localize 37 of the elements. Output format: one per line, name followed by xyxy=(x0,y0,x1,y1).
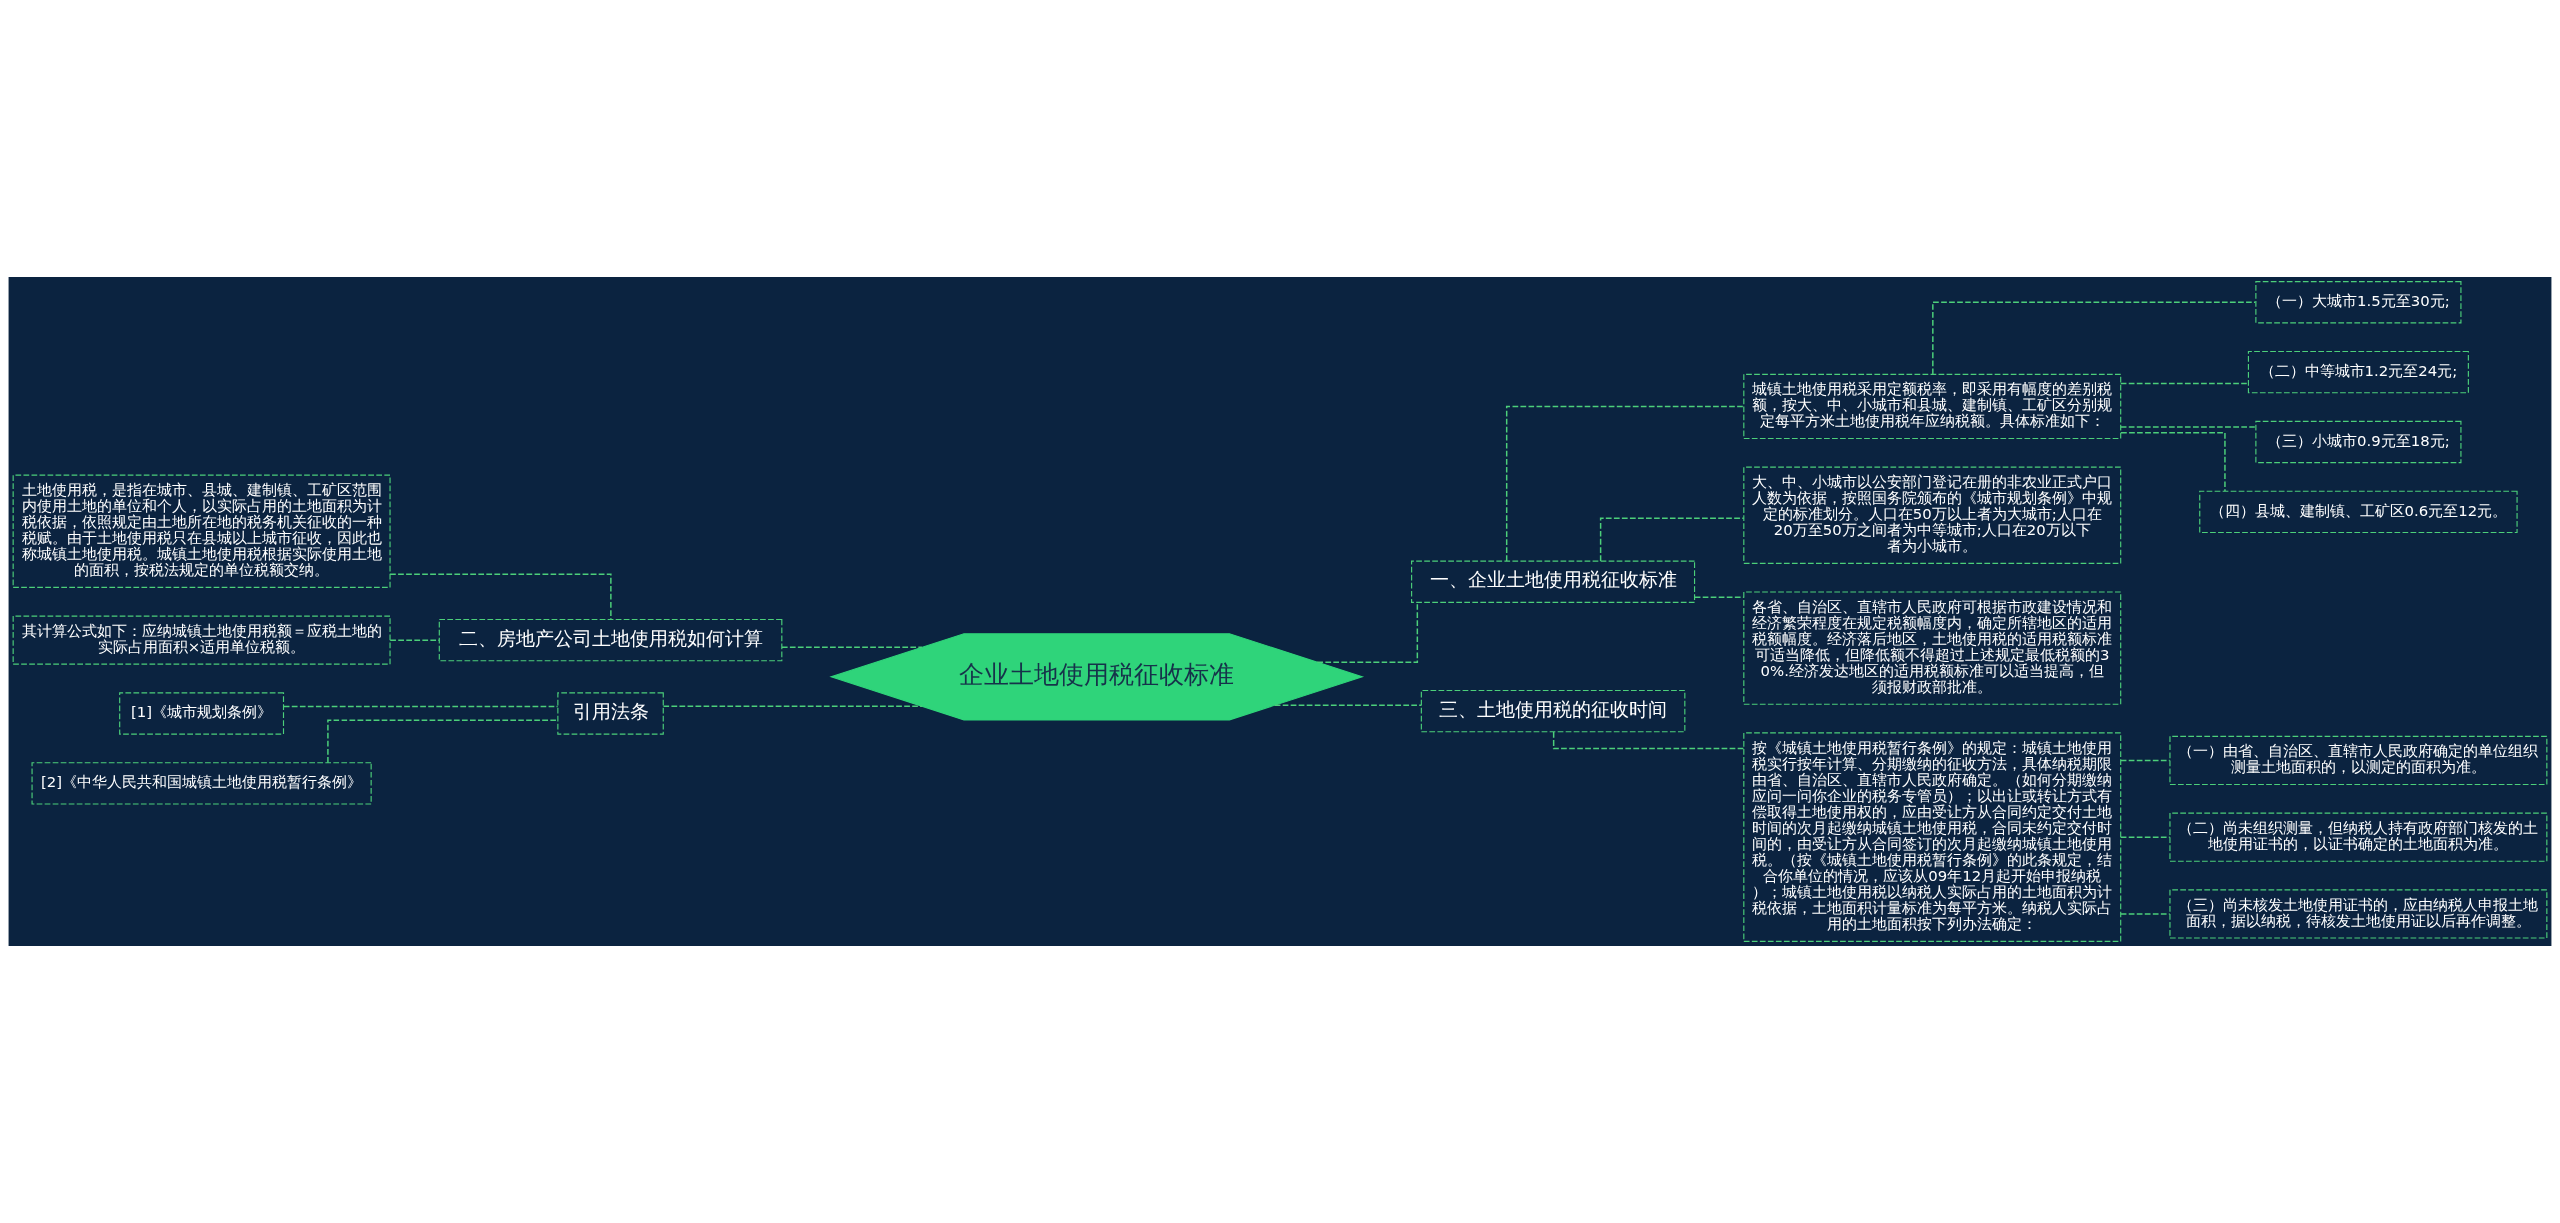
connector xyxy=(2119,913,2171,915)
node-box: 三、土地使用税的征收时间 xyxy=(1420,689,1686,733)
node-box: 各省、自治区、直辖市人民政府可根据市政建设情况和经济繁荣程度在规定税额幅度内，确定所辖地区的适用税额幅度。经济落后地区，土地使用税的适用税额标准可适当降低，但降低额不得超过上述规定最低税额的30%.经济发达地区的适用税额标准可以适当提高，但须报财政部批准。 xyxy=(1743,591,2122,705)
node-box: 按《城镇土地使用税暂行条例》的规定：城镇土地使用税实行按年计算、分期缴纳的征收方法，具体纳税期限由省、自治区、直辖市人民政府确定。（如何分期缴纳应问一问你企业的税务专管员）；以出让或转让方式有偿取得土地使用权的，应由受让方从合同约定交付土地时间的次月起缴纳城镇土地使用税，合同未约定交付时间的，由受让方从合同签订的次月起缴纳城镇土地使用税。（按《城镇土地使用税暂行条例》的此条规定，结合你单位的情况，应该从09年12月起开始申报纳税）；城镇土地使用税以纳税人实际占用的土地面积为计税依据，土地面积计量标准为每平方米。纳税人实际占用的土地面积按下列办法确定： xyxy=(1743,732,2122,942)
connector xyxy=(1505,405,1745,562)
connector xyxy=(1932,301,2257,375)
connector xyxy=(1694,596,1745,598)
node-box: [1]《城市规划条例》 xyxy=(119,692,285,735)
node-box: （四）县城、建制镇、工矿区0.6元至12元。 xyxy=(2199,490,2518,534)
connector xyxy=(389,573,612,621)
node-box: [2]《中华人民共和国城镇土地使用税暂行条例》 xyxy=(31,762,372,805)
node-box: （二）中等城市1.2元至24元; xyxy=(2247,350,2469,394)
node-box: 引用法条 xyxy=(557,692,664,735)
connector xyxy=(2119,759,2171,762)
node-box: （三）尚未核发土地使用证书的，应由纳税人申报土地面积，据以纳税，待核发土地使用证以后再作调整。 xyxy=(2169,889,2548,939)
connector xyxy=(327,719,559,764)
connector xyxy=(662,705,923,708)
node-box: 一、企业土地使用税征收标准 xyxy=(1411,560,1696,603)
connector xyxy=(283,705,559,708)
node-box: （一）由省、自治区、直辖市人民政府确定的单位组织测量土地面积的，以测定的面积为准。 xyxy=(2169,735,2548,786)
node-box: 土地使用税，是指在城市、县城、建制镇、工矿区范围内使用土地的单位和个人，以实际占用的土地面积为计税依据，依照规定由土地所在地的税务机关征收的一种税赋。由于土地使用税只在县城以上城市征收，因此也称城镇土地使用税。城镇土地使用税根据实际使用土地的面积，按税法规定的单位税额交纳。 xyxy=(12,474,391,588)
connector xyxy=(1274,704,1422,706)
connector xyxy=(389,639,440,641)
connector xyxy=(1316,601,1419,663)
node-box: （三）小城市0.9元至18元; xyxy=(2255,420,2462,464)
node-box: 城镇土地使用税采用定额税率，即采用有幅度的差别税额，按大、中、小城市和县城、建制镇、工矿区分别规定每平方米土地使用税年应纳税额。具体标准如下： xyxy=(1743,373,2122,440)
node-box: 大、中、小城市以公安部门登记在册的非农业正式户口人数为依据，按照国务院颁布的《城市规划条例》中规定的标准划分。人口在50万以上者为大城市;人口在20万至50万之间者为中等城市;人口在20万以下者为小城市。 xyxy=(1743,466,2122,564)
node-box: 其计算公式如下：应纳城镇土地使用税额＝应税土地的实际占用面积×适用单位税额。 xyxy=(12,615,391,665)
connector xyxy=(2120,432,2226,492)
node-box: （二）尚未组织测量，但纳税人持有政府部门核发的土地使用证书的，以证书确定的土地面积为准。 xyxy=(2169,812,2548,862)
connector xyxy=(2119,836,2171,838)
node-box: 二、房地产公司土地使用税如何计算 xyxy=(438,618,783,662)
connector xyxy=(2119,382,2249,385)
connector xyxy=(781,646,923,648)
connector xyxy=(2119,426,2257,428)
node-box: （一）大城市1.5元至30元; xyxy=(2255,281,2462,324)
connector xyxy=(1599,517,1745,562)
